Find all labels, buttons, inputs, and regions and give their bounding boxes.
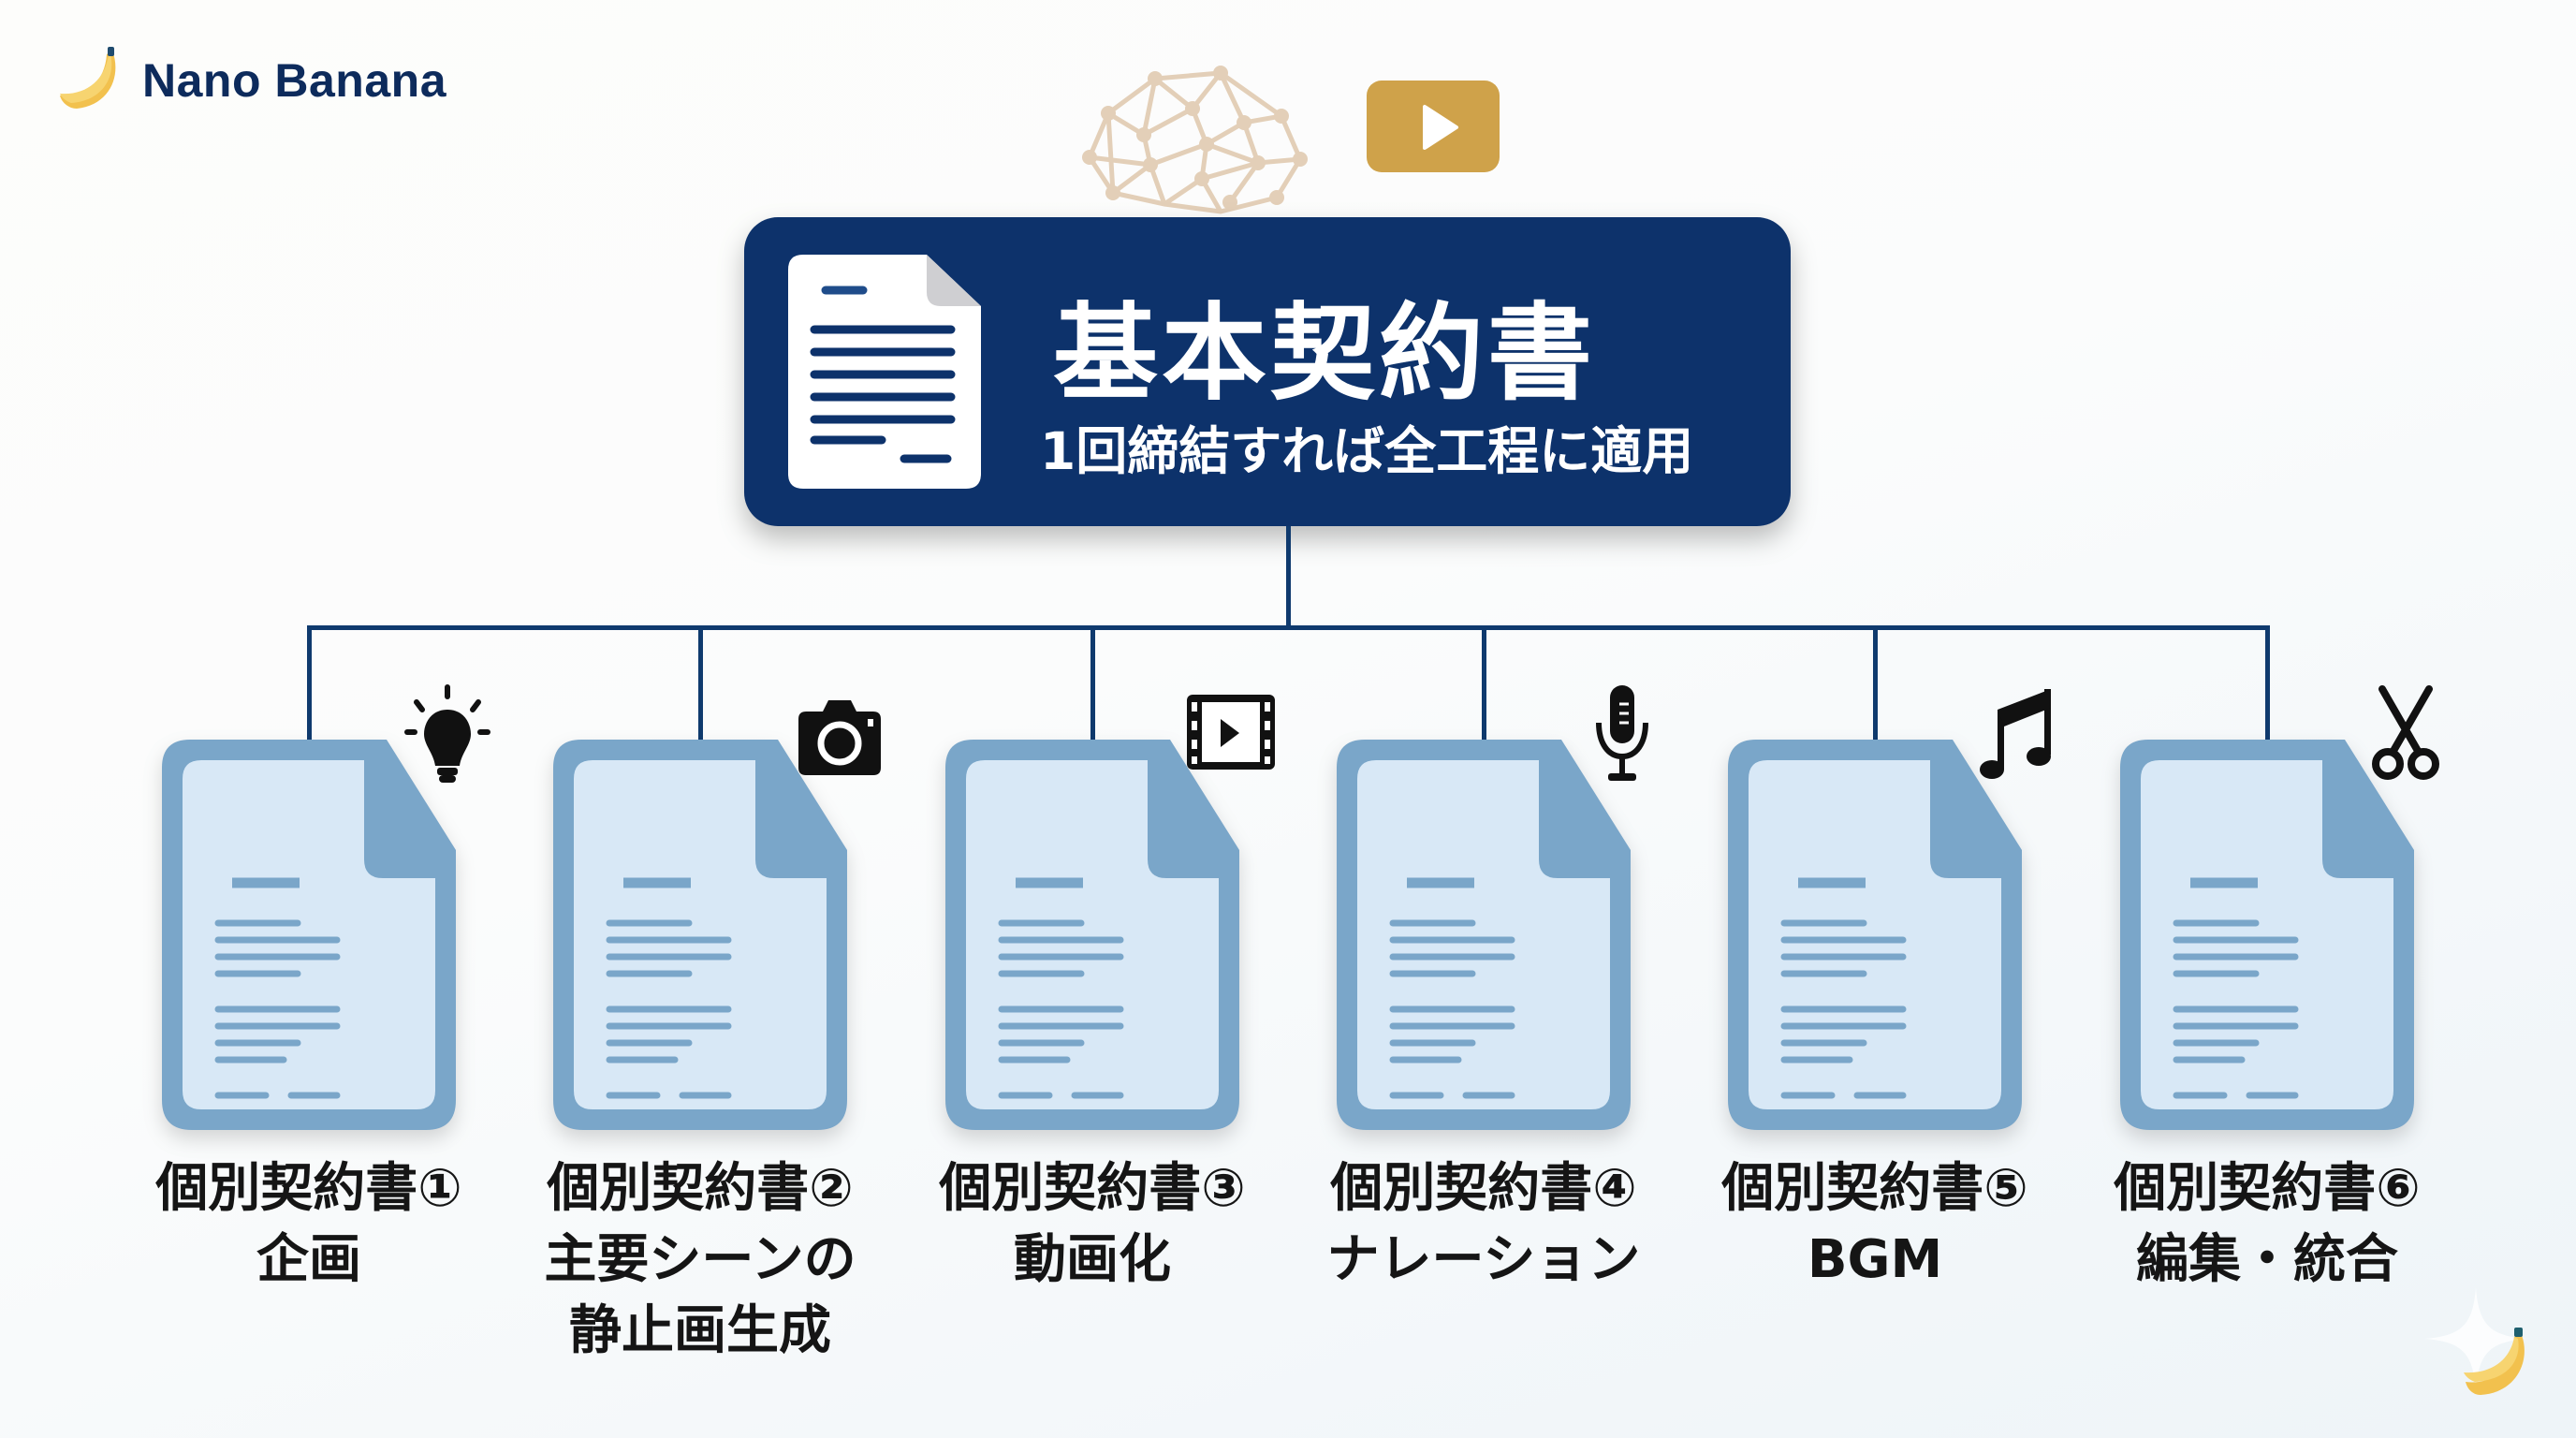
brand-name: Nano Banana — [142, 54, 447, 107]
sparkle-icon — [2424, 1287, 2527, 1390]
master-contract-box: 基本契約書 1回締結すれば全工程に適用 — [744, 217, 1791, 526]
individual-contract-label: 個別契約書⑤ BGM — [1678, 1153, 2071, 1296]
microphone-icon — [1571, 682, 1674, 785]
contract-title: 個別契約書③ — [939, 1158, 1246, 1219]
banana-icon — [2464, 1328, 2525, 1395]
banana-icon — [60, 47, 116, 109]
individual-contract-label: 個別契約書② 主要シーンの静止画生成 — [504, 1153, 897, 1367]
connector-drop — [698, 627, 703, 741]
individual-contract-document-icon — [2120, 740, 2414, 1130]
video-play-button-icon — [1367, 81, 1500, 172]
master-contract-title: 基本契約書 — [1053, 293, 1596, 415]
brand-logo: Nano Banana — [54, 47, 446, 114]
contract-step-name: 主要シーンの — [544, 1229, 856, 1290]
individual-contract-document-icon — [553, 740, 847, 1130]
individual-contract-document-icon — [1728, 740, 2022, 1130]
individual-contract-label: 個別契約書① 企画 — [112, 1153, 505, 1296]
connector-drop — [1090, 627, 1095, 741]
contract-step-name: 静止画生成 — [569, 1300, 831, 1361]
connector-bus — [307, 625, 2270, 630]
contract-title: 個別契約書⑥ — [2114, 1158, 2421, 1219]
individual-contract-label: 個別契約書④ ナレーション — [1287, 1153, 1680, 1296]
contract-step-name: 企画 — [256, 1229, 361, 1290]
connector-drop — [1482, 627, 1486, 741]
connector-trunk — [1286, 526, 1291, 629]
contract-title: 個別契約書② — [547, 1158, 854, 1219]
contract-title: 個別契約書⑤ — [1721, 1158, 2028, 1219]
contract-title: 個別契約書④ — [1330, 1158, 1637, 1219]
individual-contract-label: 個別契約書⑥ 編集・統合 — [2071, 1153, 2464, 1296]
neural-network-icon — [1082, 66, 1308, 214]
contract-step-name: 編集・統合 — [2136, 1229, 2398, 1290]
music-note-icon — [1962, 682, 2065, 785]
connector-drop — [2265, 627, 2270, 741]
document-icon — [788, 255, 981, 489]
master-contract-subtitle: 1回締結すれば全工程に適用 — [1040, 421, 1694, 481]
contract-step-name: BGM — [1807, 1229, 1943, 1290]
lightbulb-icon — [396, 682, 499, 785]
individual-contract-document-icon — [162, 740, 456, 1130]
contract-step-name: 動画化 — [1014, 1229, 1171, 1290]
contract-step-name: ナレーション — [1326, 1229, 1641, 1290]
connector-drop — [307, 627, 312, 741]
individual-contract-document-icon — [1337, 740, 1631, 1130]
contract-title: 個別契約書① — [155, 1158, 462, 1219]
film-icon — [1179, 682, 1282, 785]
scissors-icon — [2354, 682, 2457, 785]
individual-contract-document-icon — [945, 740, 1239, 1130]
connector-drop — [1873, 627, 1878, 741]
camera-icon — [787, 682, 890, 785]
individual-contract-label: 個別契約書③ 動画化 — [896, 1153, 1289, 1296]
